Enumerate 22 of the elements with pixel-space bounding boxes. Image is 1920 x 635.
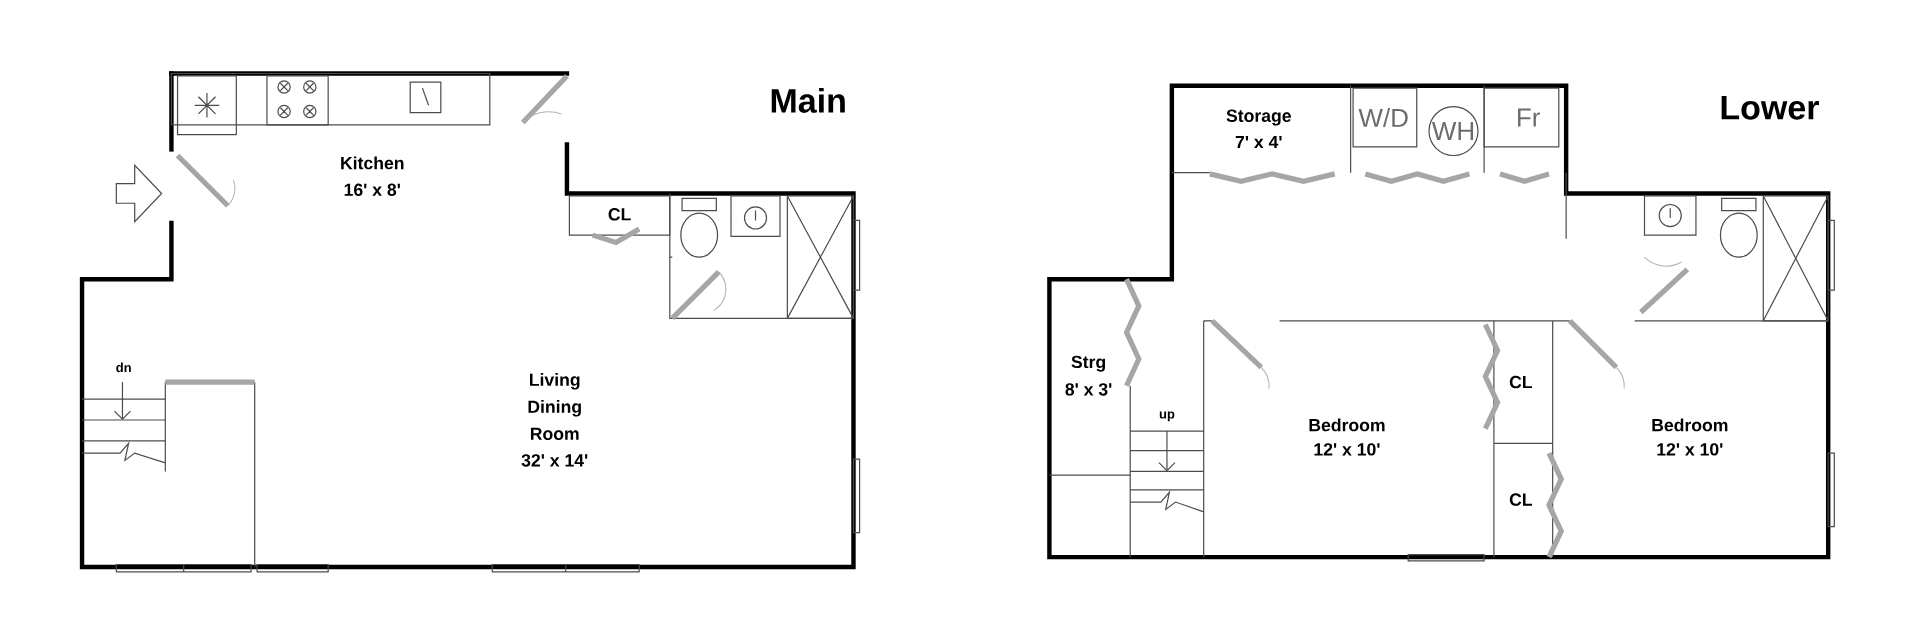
stair-label: dn bbox=[116, 362, 131, 373]
room-label: 16' x 8' bbox=[344, 183, 400, 196]
room-label: 12' x 10' bbox=[1314, 443, 1380, 456]
stair-label: up bbox=[1159, 411, 1175, 422]
room-label: Living Dining Room bbox=[528, 373, 581, 440]
appliance-label: Fr bbox=[1518, 108, 1540, 127]
room-label: Bedroom bbox=[1652, 418, 1728, 432]
water-heater-label: WH bbox=[1431, 122, 1474, 140]
room-label: Kitchen bbox=[341, 156, 404, 170]
room-label: CL bbox=[608, 208, 631, 221]
room-label: 7' x 4' bbox=[1235, 136, 1282, 149]
room-label: Strg bbox=[1071, 355, 1105, 372]
room-label: 12' x 10' bbox=[1657, 443, 1723, 456]
room-label: Bedroom bbox=[1309, 418, 1385, 432]
room-label: Storage bbox=[1226, 109, 1291, 126]
room-label: 8' x 3' bbox=[1065, 383, 1112, 396]
floor-title: Lower bbox=[1721, 95, 1819, 120]
appliance-label: W/D bbox=[1358, 108, 1408, 128]
room-label: CL bbox=[1509, 375, 1532, 389]
room-label: 32' x 14' bbox=[521, 454, 588, 467]
room-label: CL bbox=[1509, 493, 1532, 506]
floor-title: Main bbox=[771, 87, 845, 113]
